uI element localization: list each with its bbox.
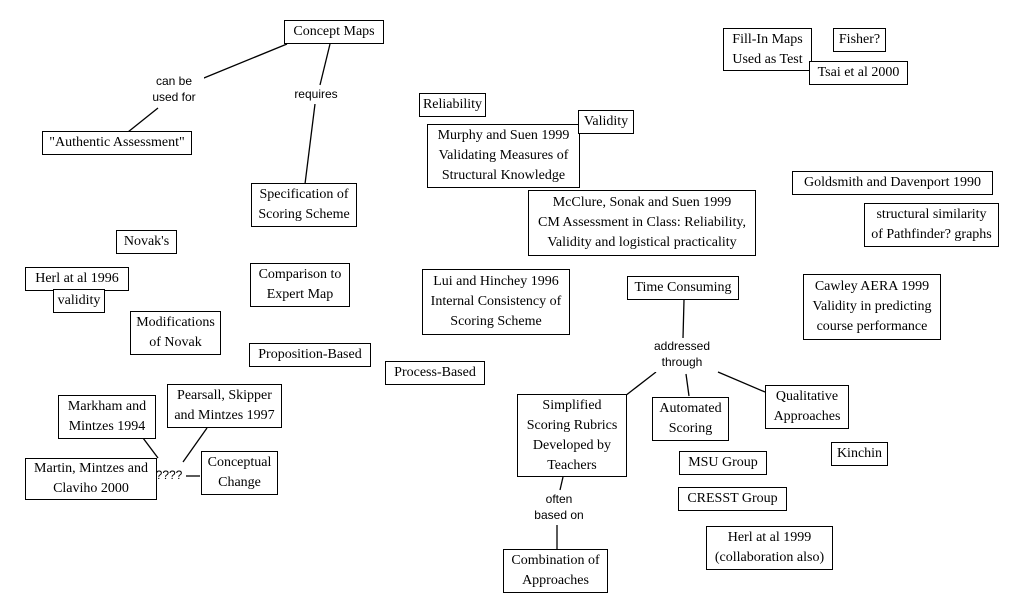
link-addressed-to-simplified (624, 371, 657, 397)
node-msu-group[interactable]: MSU Group (679, 451, 767, 475)
link-requires-to-specification (304, 103, 316, 185)
link-label-requires: requires (288, 86, 344, 104)
node-validity[interactable]: Validity (578, 110, 634, 134)
node-murphy-suen[interactable]: Murphy and Suen 1999 Validating Measures… (427, 124, 580, 188)
node-automated-scoring[interactable]: Automated Scoring (652, 397, 729, 441)
node-combination-of-approaches[interactable]: Combination of Approaches (503, 549, 608, 593)
node-kinchin[interactable]: Kinchin (831, 442, 888, 466)
node-structural-similarity[interactable]: structural similarity of Pathfinder? gra… (864, 203, 999, 247)
link-concept-maps-to-requires (319, 43, 331, 86)
node-tsai-2000[interactable]: Tsai et al 2000 (809, 61, 908, 85)
link-simplified-to-often-based-on (559, 476, 564, 491)
node-lui-hinchey[interactable]: Lui and Hinchey 1996 Internal Consistenc… (422, 269, 570, 335)
node-reliability[interactable]: Reliability (419, 93, 486, 117)
node-time-consuming[interactable]: Time Consuming (627, 276, 739, 300)
node-process-based[interactable]: Process-Based (385, 361, 485, 385)
node-cresst-group[interactable]: CRESST Group (678, 487, 787, 511)
link-label-often-based-on: often based on (527, 491, 591, 525)
node-qualitative-approaches[interactable]: Qualitative Approaches (765, 385, 849, 429)
node-fisher[interactable]: Fisher? (833, 28, 886, 52)
node-novaks[interactable]: Novak's (116, 230, 177, 254)
link-pearsall-to-qmarks (182, 427, 208, 463)
node-simplified-scoring-rubrics[interactable]: Simplified Scoring Rubrics Developed by … (517, 394, 627, 477)
node-herl-1999[interactable]: Herl at al 1999 (collaboration also) (706, 526, 833, 570)
node-conceptual-change[interactable]: Conceptual Change (201, 451, 278, 495)
node-validity-small[interactable]: validity (53, 289, 105, 313)
link-addressed-to-qualitative (717, 371, 766, 393)
link-markham-to-qmarks (142, 437, 159, 459)
link-can-be-used-for-to-authentic (127, 107, 159, 133)
node-herl-1996[interactable]: Herl at al 1996 (25, 267, 129, 291)
node-specification-scoring-scheme[interactable]: Specification of Scoring Scheme (251, 183, 357, 227)
link-time-consuming-to-addressed (682, 299, 685, 339)
link-label-addressed-through: addressed through (646, 338, 718, 372)
link-addressed-to-automated (685, 373, 690, 397)
link-concept-maps-to-can-be-used-for (198, 43, 288, 81)
link-label-question-marks: ???? (155, 468, 183, 482)
node-modifications-of-novak[interactable]: Modifications of Novak (130, 311, 221, 355)
link-label-can-be-used-for: can be used for (144, 73, 204, 107)
node-pearsall-skipper-mintzes[interactable]: Pearsall, Skipper and Mintzes 1997 (167, 384, 282, 428)
node-mcclure-sonak-suen[interactable]: McClure, Sonak and Suen 1999 CM Assessme… (528, 190, 756, 256)
node-comparison-to-expert-map[interactable]: Comparison to Expert Map (250, 263, 350, 307)
node-goldsmith-davenport[interactable]: Goldsmith and Davenport 1990 (792, 171, 993, 195)
node-proposition-based[interactable]: Proposition-Based (249, 343, 371, 367)
node-concept-maps[interactable]: Concept Maps (284, 20, 384, 44)
node-martin-mintzes-claviho[interactable]: Martin, Mintzes and Claviho 2000 (25, 458, 157, 500)
node-markham-mintzes[interactable]: Markham and Mintzes 1994 (58, 395, 156, 439)
node-fill-in-maps[interactable]: Fill-In Maps Used as Test (723, 28, 812, 71)
node-cawley-aera[interactable]: Cawley AERA 1999 Validity in predicting … (803, 274, 941, 340)
node-authentic-assessment[interactable]: "Authentic Assessment" (42, 131, 192, 155)
